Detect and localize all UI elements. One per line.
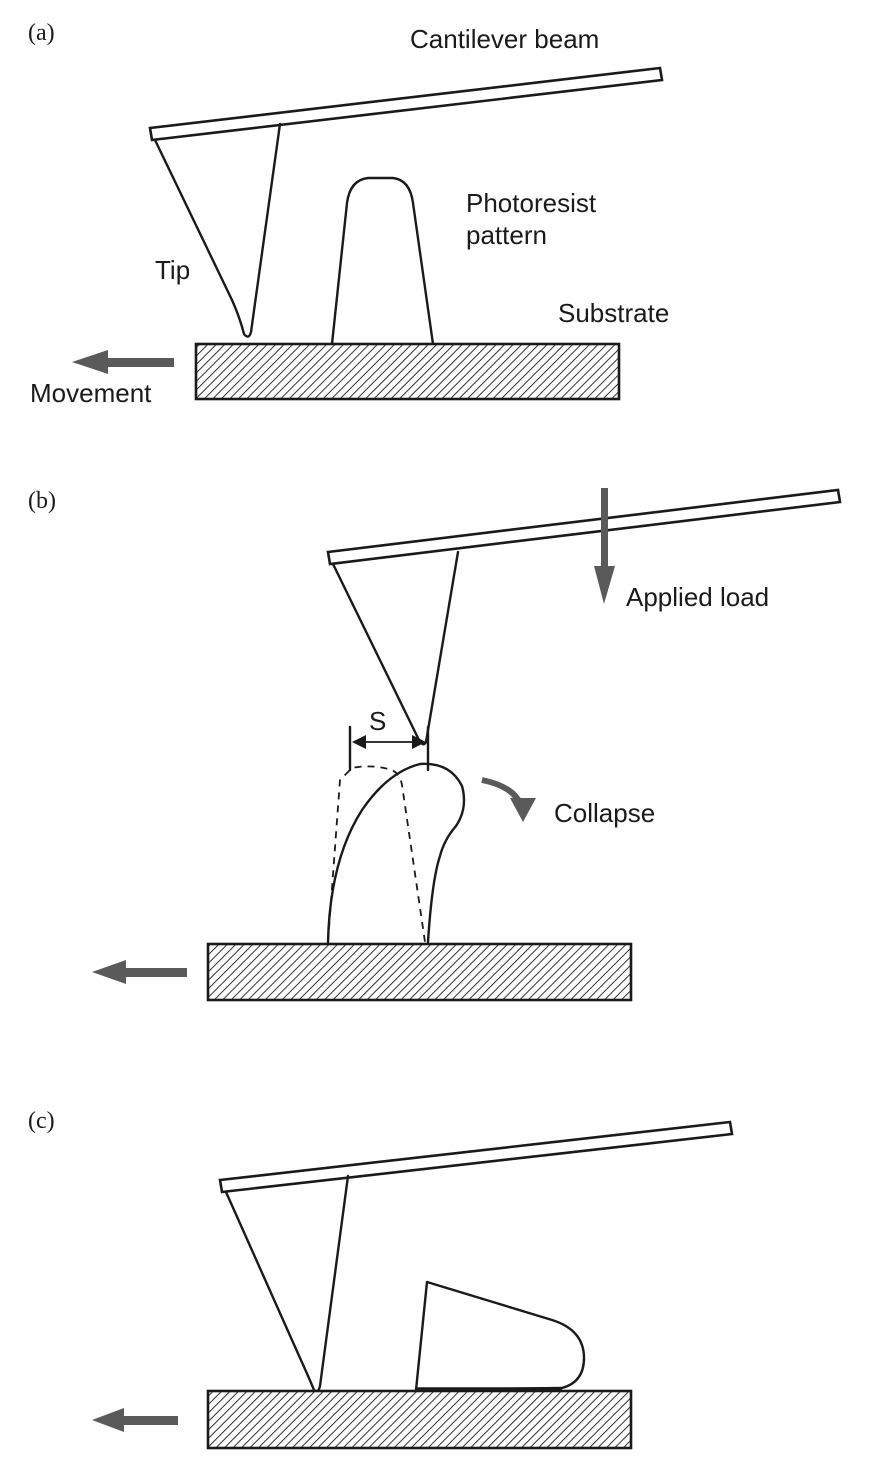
afm-tip-b bbox=[331, 550, 460, 746]
movement-arrow-b bbox=[92, 960, 187, 984]
photoresist-label-line2: pattern bbox=[466, 220, 547, 250]
afm-tip-c bbox=[224, 1174, 350, 1393]
panel-a: (a) Cantilever beam Tip Photoresist patt… bbox=[28, 20, 669, 408]
tip-label: Tip bbox=[155, 255, 190, 285]
cantilever-beam-c bbox=[218, 1120, 734, 1194]
cantilever-beam-label: Cantilever beam bbox=[410, 24, 599, 54]
original-pattern-outline bbox=[327, 765, 426, 943]
panel-c: (c) bbox=[28, 1108, 734, 1450]
collapse-label: Collapse bbox=[554, 798, 655, 828]
cantilever-beam-b bbox=[326, 488, 842, 566]
photoresist-pattern bbox=[330, 176, 435, 346]
applied-load-label: Applied load bbox=[626, 582, 769, 612]
photoresist-label-line1: Photoresist bbox=[466, 188, 597, 218]
panel-a-label: (a) bbox=[28, 20, 55, 46]
cantilever-beam bbox=[148, 66, 664, 142]
afm-tip bbox=[153, 122, 282, 338]
s-dimension-arrow bbox=[348, 725, 430, 772]
substrate-c bbox=[206, 1389, 633, 1450]
fallen-pattern bbox=[414, 1280, 586, 1392]
movement-arrow bbox=[72, 350, 174, 374]
collapse-arrow bbox=[481, 777, 536, 822]
substrate bbox=[194, 342, 621, 401]
s-label: S bbox=[369, 706, 386, 736]
applied-load-arrow bbox=[594, 488, 615, 604]
substrate-b bbox=[206, 942, 633, 1002]
movement-label: Movement bbox=[30, 378, 152, 408]
substrate-label: Substrate bbox=[558, 298, 669, 328]
panel-b: (b) Applied load S C bbox=[28, 488, 842, 1002]
collapsed-pattern bbox=[326, 762, 466, 944]
panel-c-label: (c) bbox=[28, 1108, 55, 1134]
panel-b-label: (b) bbox=[28, 488, 56, 514]
movement-arrow-c bbox=[92, 1408, 178, 1432]
